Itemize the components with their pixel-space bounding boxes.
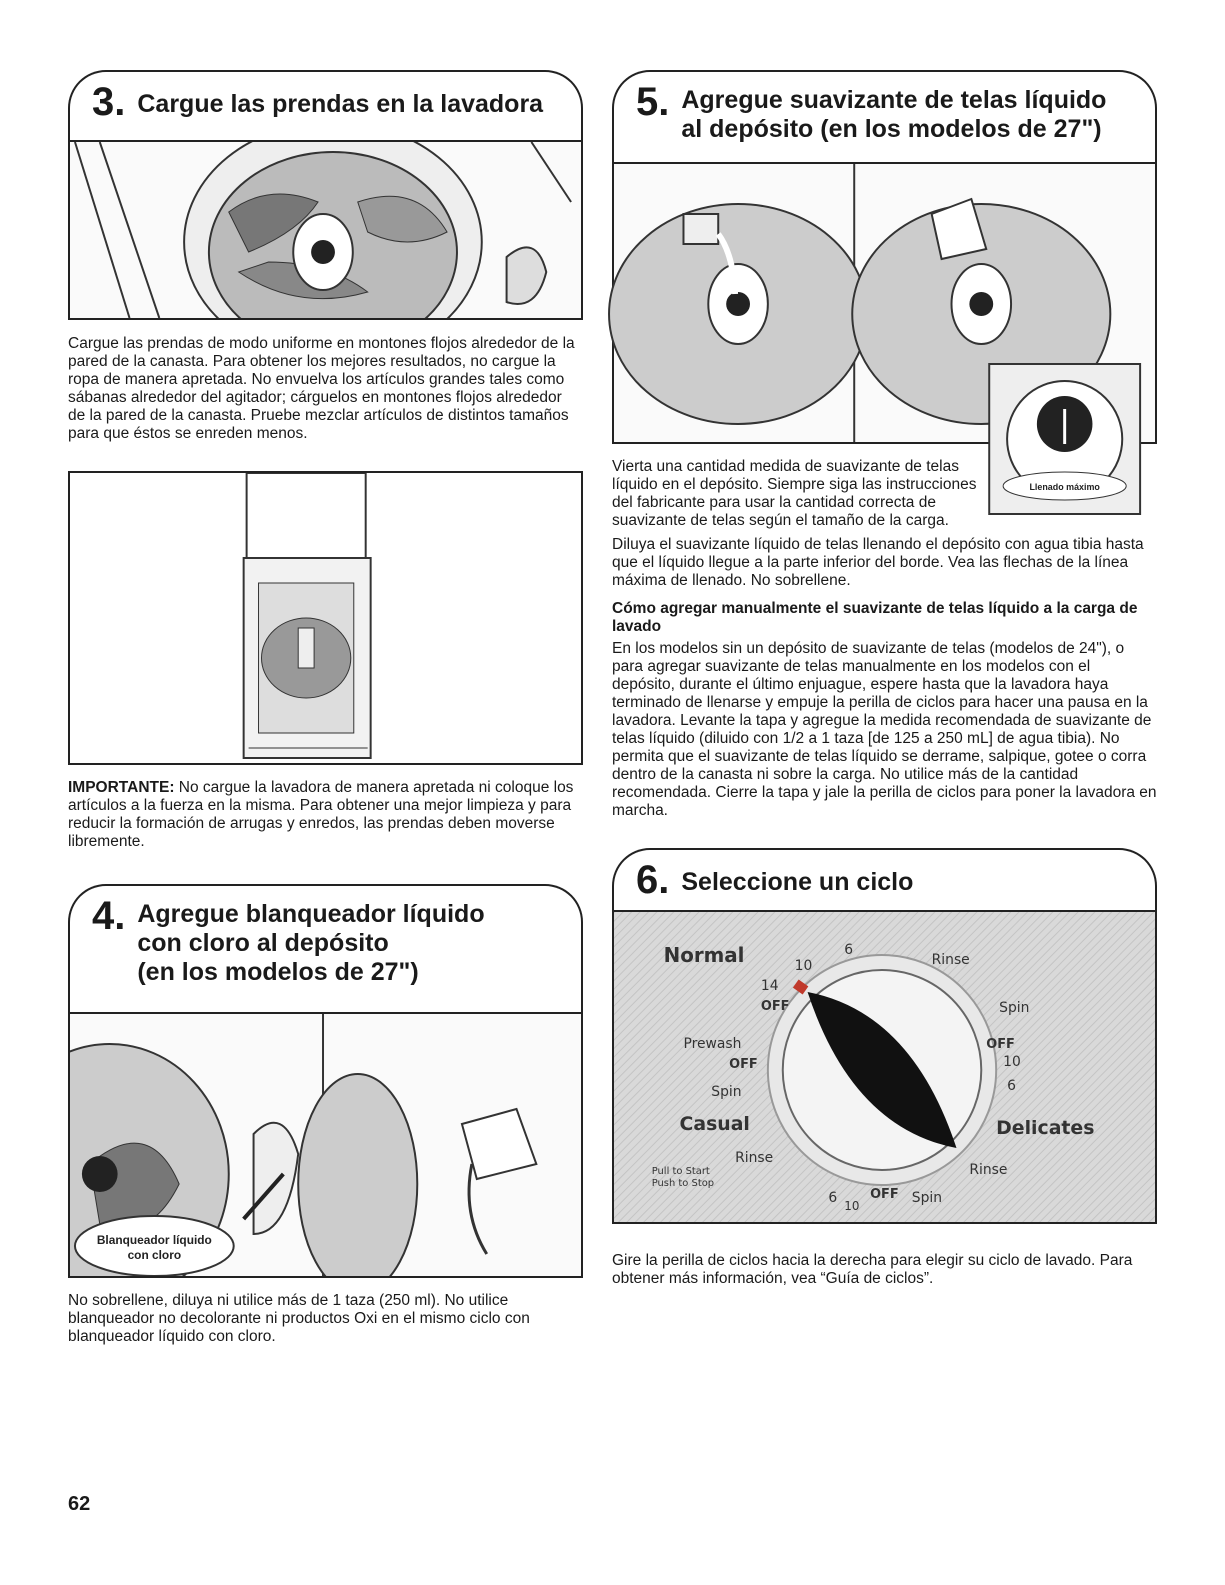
step-5-subheading: Cómo agregar manualmente el suavizante d… [612,600,1138,635]
dial-label-pull-to-start: Pull to Start [652,1166,710,1177]
step-4-title-line3: (en los modelos de 27") [137,958,419,986]
dial-label-casual: Casual [680,1113,750,1135]
dial-label-normal: Normal [664,944,745,967]
page-number: 62 [68,1493,91,1515]
dial-label-normal-14: 14 [761,978,779,994]
step-3-paragraph: Cargue las prendas de modo uniforme en m… [68,335,575,442]
dial-label-spin-right: Spin [999,1000,1029,1016]
step-3-header: 3. Cargue las prendas en la lavadora [68,70,583,140]
dial-label-off-bottom: OFF [870,1187,899,1202]
dial-label-normal-10: 10 [795,958,813,974]
step-3-washer-front-illustration [68,471,583,765]
dial-label-off-top: OFF [761,999,790,1014]
step-4-title-line1: Agregue blanqueador líquido [137,900,485,928]
step-4-callout-line2: con cloro [128,1248,182,1262]
dial-label-off-left: OFF [729,1057,758,1072]
step-5-number: 5. [636,80,670,124]
right-column: 5. Agregue suavizante de telas líquido a… [608,70,1157,1288]
step-3-title: Cargue las prendas en la lavadora [137,90,544,118]
left-column: 3. Cargue las prendas en la lavadora Car… [68,70,583,1346]
important-text: No cargue la lavadora de manera apretada… [68,779,574,850]
dial-label-bottom-10: 10 [844,1199,859,1213]
step-5-paragraph3: En los modelos sin un depósito de suaviz… [612,640,1157,819]
dial-label-prewash: Prewash [683,1036,741,1052]
step-3-number: 3. [92,80,126,124]
important-label: IMPORTANTE: [68,779,175,796]
step-6-cycle-dial: Normal 10 6 14 OFF Rinse Spin OFF 10 6 D… [612,910,1157,1224]
step-5-paragraph1: Vierta una cantidad medida de suavizante… [612,458,977,529]
dial-label-delicates: Delicates [996,1117,1094,1139]
step-6-paragraph: Gire la perilla de ciclos hacia la derec… [612,1252,1133,1287]
dial-label-right-6: 6 [1007,1078,1016,1094]
step-4-paragraph: No sobrellene, diluya ni utilice más de … [68,1292,530,1345]
step-3-washer-load-illustration [68,140,583,320]
step-3-important: IMPORTANTE: No cargue la lavadora de man… [68,779,583,851]
dial-label-normal-6: 6 [844,942,853,958]
step-4-callout-line1: Blanqueador líquido [97,1233,212,1247]
dial-label-spin-left: Spin [711,1084,741,1100]
dial-label-rinse-top: Rinse [932,952,970,968]
step-6-number: 6. [636,858,670,902]
dial-knob[interactable] [807,992,957,1148]
step-6-title: Seleccione un ciclo [681,868,914,896]
dial-label-rinse-right: Rinse [969,1162,1007,1178]
step-5-title-line2: al depósito (en los modelos de 27") [681,115,1102,143]
dial-label-right-10: 10 [1003,1054,1021,1070]
dial-label-off-right: OFF [986,1037,1015,1052]
step-5-header: 5. Agregue suavizante de telas líquido a… [612,70,1157,162]
step-5-callout: Llenado máximo [1029,482,1100,492]
step-4-number: 4. [92,894,126,938]
step-5-softener-dispenser-illustration: Llenado máximo [608,162,1157,515]
dial-label-bottom-6: 6 [828,1190,837,1206]
dial-label-rinse-left: Rinse [735,1150,773,1166]
step-4-title-line2: con cloro al depósito [137,929,389,957]
step-5-paragraph2: Diluya el suavizante líquido de telas ll… [612,536,1144,589]
dial-label-push-to-stop: Push to Stop [652,1178,714,1189]
step-4-bleach-dispenser-illustration: Blanqueador líquido con cloro [68,1012,583,1278]
step-5-title-line1: Agregue suavizante de telas líquido [681,86,1107,114]
step-4-header: 4. Agregue blanqueador líquido con cloro… [68,884,583,1012]
step-6-header: 6. Seleccione un ciclo [612,848,1157,910]
dial-label-spin-bottom: Spin [912,1190,942,1206]
